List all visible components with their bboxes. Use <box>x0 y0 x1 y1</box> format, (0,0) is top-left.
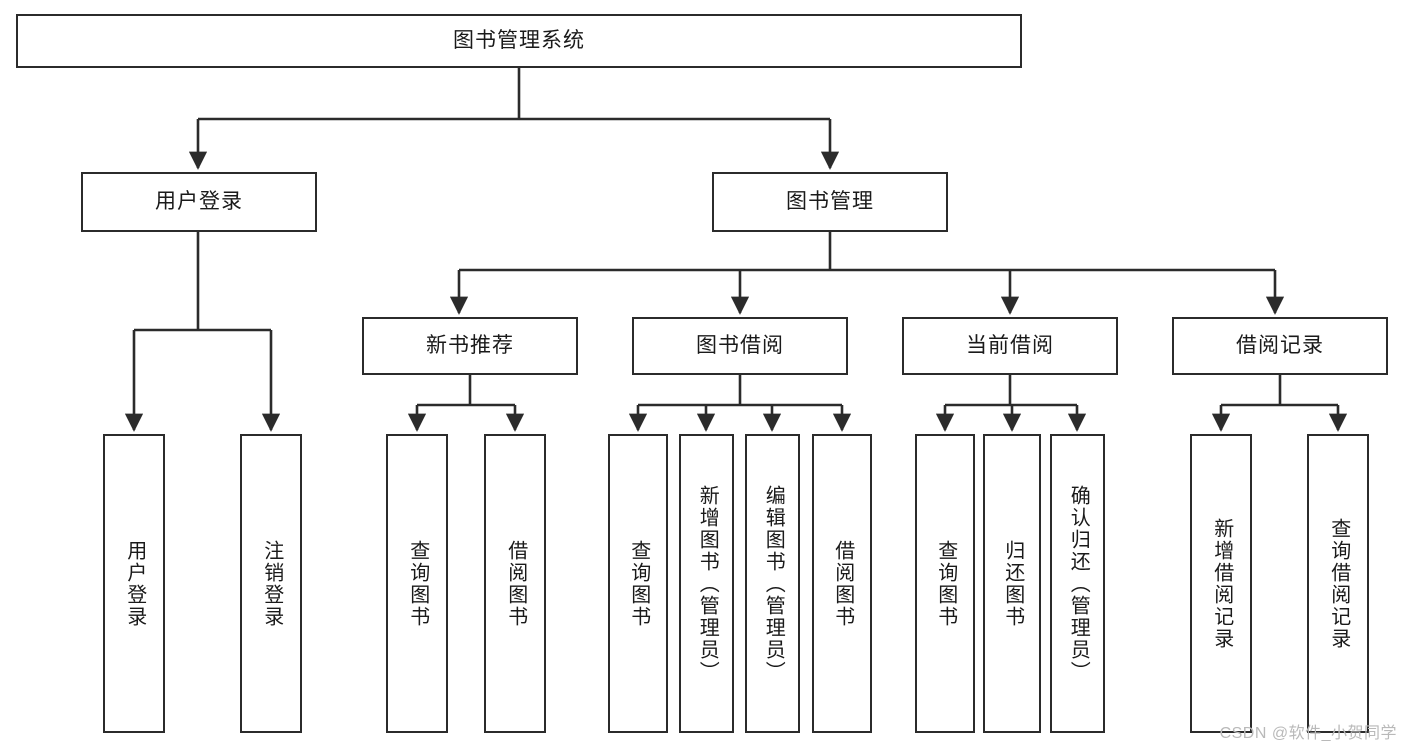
node-leaf-user-login-label: 用户登录 <box>123 539 146 628</box>
node-leaf-query-book-borrow[interactable]: 查询图书 <box>608 434 668 733</box>
node-new-book-rec-label: 新书推荐 <box>426 334 514 358</box>
node-leaf-query-book-borrow-label: 查询图书 <box>627 539 650 628</box>
node-book-manage-label: 图书管理 <box>786 190 874 214</box>
node-leaf-logout[interactable]: 注销登录 <box>240 434 302 733</box>
node-leaf-query-borrow-record[interactable]: 查询借阅记录 <box>1307 434 1369 733</box>
node-leaf-query-book-newrec-label: 查询图书 <box>406 539 429 628</box>
node-leaf-return-book-label: 归还图书 <box>1001 539 1024 628</box>
node-leaf-borrow-book-borrow[interactable]: 借阅图书 <box>812 434 872 733</box>
node-book-manage[interactable]: 图书管理 <box>712 172 948 232</box>
node-current-borrow[interactable]: 当前借阅 <box>902 317 1118 375</box>
node-leaf-add-borrow-record-label: 新增借阅记录 <box>1210 517 1233 650</box>
node-leaf-query-book-current-label: 查询图书 <box>934 539 957 628</box>
node-leaf-query-book-current[interactable]: 查询图书 <box>915 434 975 733</box>
node-leaf-edit-book-admin[interactable]: 编辑图书（管理员） <box>745 434 800 733</box>
node-leaf-query-book-newrec[interactable]: 查询图书 <box>386 434 448 733</box>
node-new-book-rec[interactable]: 新书推荐 <box>362 317 578 375</box>
node-leaf-borrow-book-newrec-label: 借阅图书 <box>504 539 527 628</box>
node-current-borrow-label: 当前借阅 <box>966 334 1054 358</box>
node-leaf-confirm-return-admin[interactable]: 确认归还（管理员） <box>1050 434 1105 733</box>
node-borrow-record[interactable]: 借阅记录 <box>1172 317 1388 375</box>
watermark: CSDN @软件_小贺同学 <box>1219 725 1397 742</box>
node-leaf-logout-label: 注销登录 <box>260 539 283 628</box>
node-root-system[interactable]: 图书管理系统 <box>16 14 1022 68</box>
node-user-login-label: 用户登录 <box>155 190 243 214</box>
node-leaf-confirm-return-admin-label: 确认归还（管理员） <box>1067 484 1090 683</box>
node-leaf-return-book[interactable]: 归还图书 <box>983 434 1041 733</box>
node-leaf-add-book-admin[interactable]: 新增图书（管理员） <box>679 434 734 733</box>
node-book-borrow-label: 图书借阅 <box>696 334 784 358</box>
node-borrow-record-label: 借阅记录 <box>1236 334 1324 358</box>
node-leaf-query-borrow-record-label: 查询借阅记录 <box>1327 517 1350 650</box>
node-user-login[interactable]: 用户登录 <box>81 172 317 232</box>
node-root-label: 图书管理系统 <box>453 29 585 53</box>
node-book-borrow[interactable]: 图书借阅 <box>632 317 848 375</box>
node-leaf-edit-book-admin-label: 编辑图书（管理员） <box>762 484 785 683</box>
node-leaf-user-login[interactable]: 用户登录 <box>103 434 165 733</box>
node-leaf-add-book-admin-label: 新增图书（管理员） <box>696 484 719 683</box>
node-leaf-borrow-book-newrec[interactable]: 借阅图书 <box>484 434 546 733</box>
node-leaf-borrow-book-borrow-label: 借阅图书 <box>831 539 854 628</box>
node-leaf-add-borrow-record[interactable]: 新增借阅记录 <box>1190 434 1252 733</box>
